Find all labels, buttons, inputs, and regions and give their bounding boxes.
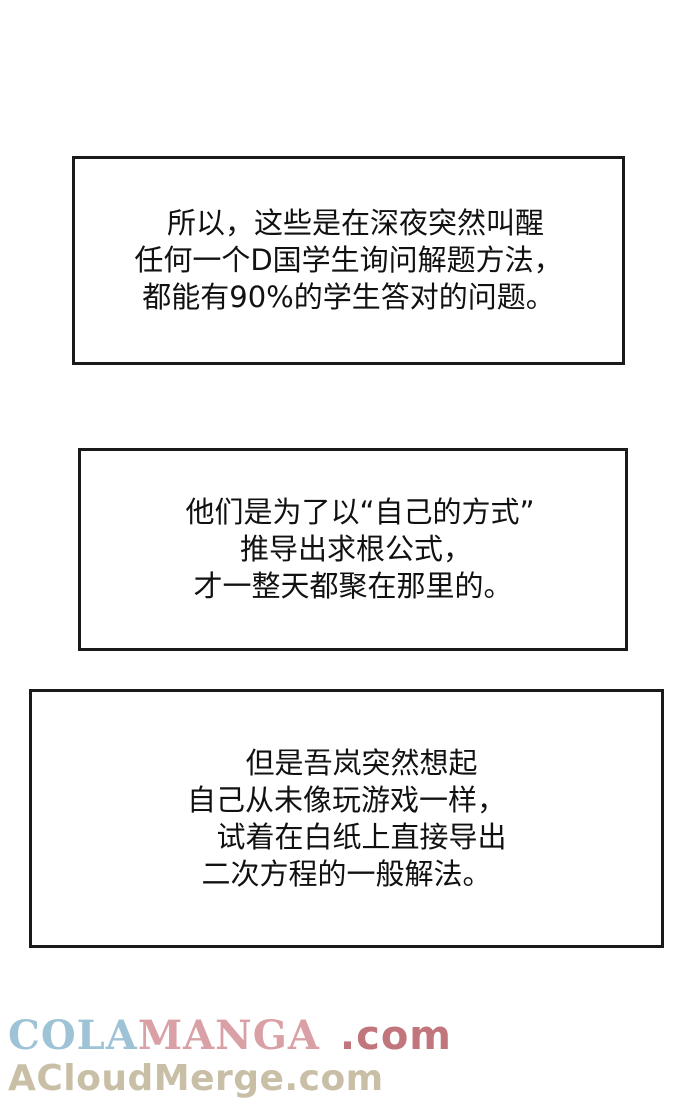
watermark-manga: MANGA (137, 1012, 320, 1059)
acloudmerge-watermark: ACloudMerge.com (8, 1058, 384, 1099)
watermark-com: .com (339, 1013, 452, 1059)
caption-line: 任何一个D国学生询问解题方法， (134, 243, 563, 277)
caption-line: 自己从未像玩游戏一样， (186, 782, 506, 817)
caption-line: 但是吾岚突然想起 (245, 745, 478, 780)
caption-line: 试着在白纸上直接导出 (216, 819, 507, 854)
caption-line: 推导出求根公式， (239, 532, 472, 566)
caption-line: 才一整天都聚在那里的。 (193, 569, 513, 603)
caption-box-3: 但是吾岚突然想起 自己从未像玩游戏一样， 试着在白纸上直接导出 二次方程的一般解… (29, 689, 664, 948)
caption-line: 他们是为了以“自己的方式” (185, 495, 535, 529)
caption-line: 都能有90%的学生答对的问题。 (142, 280, 555, 314)
watermark-cola: COLA (8, 1012, 138, 1059)
caption-box-1: 所以，这些是在深夜突然叫醒 任何一个D国学生询问解题方法， 都能有90%的学生答… (72, 156, 625, 365)
caption-line: 二次方程的一般解法。 (201, 856, 492, 891)
colamanga-watermark: COLAMANGA .com (8, 1012, 452, 1059)
caption-box-2: 他们是为了以“自己的方式” 推导出求根公式， 才一整天都聚在那里的。 (78, 448, 628, 651)
caption-line: 所以，这些是在深夜突然叫醒 (166, 206, 544, 240)
